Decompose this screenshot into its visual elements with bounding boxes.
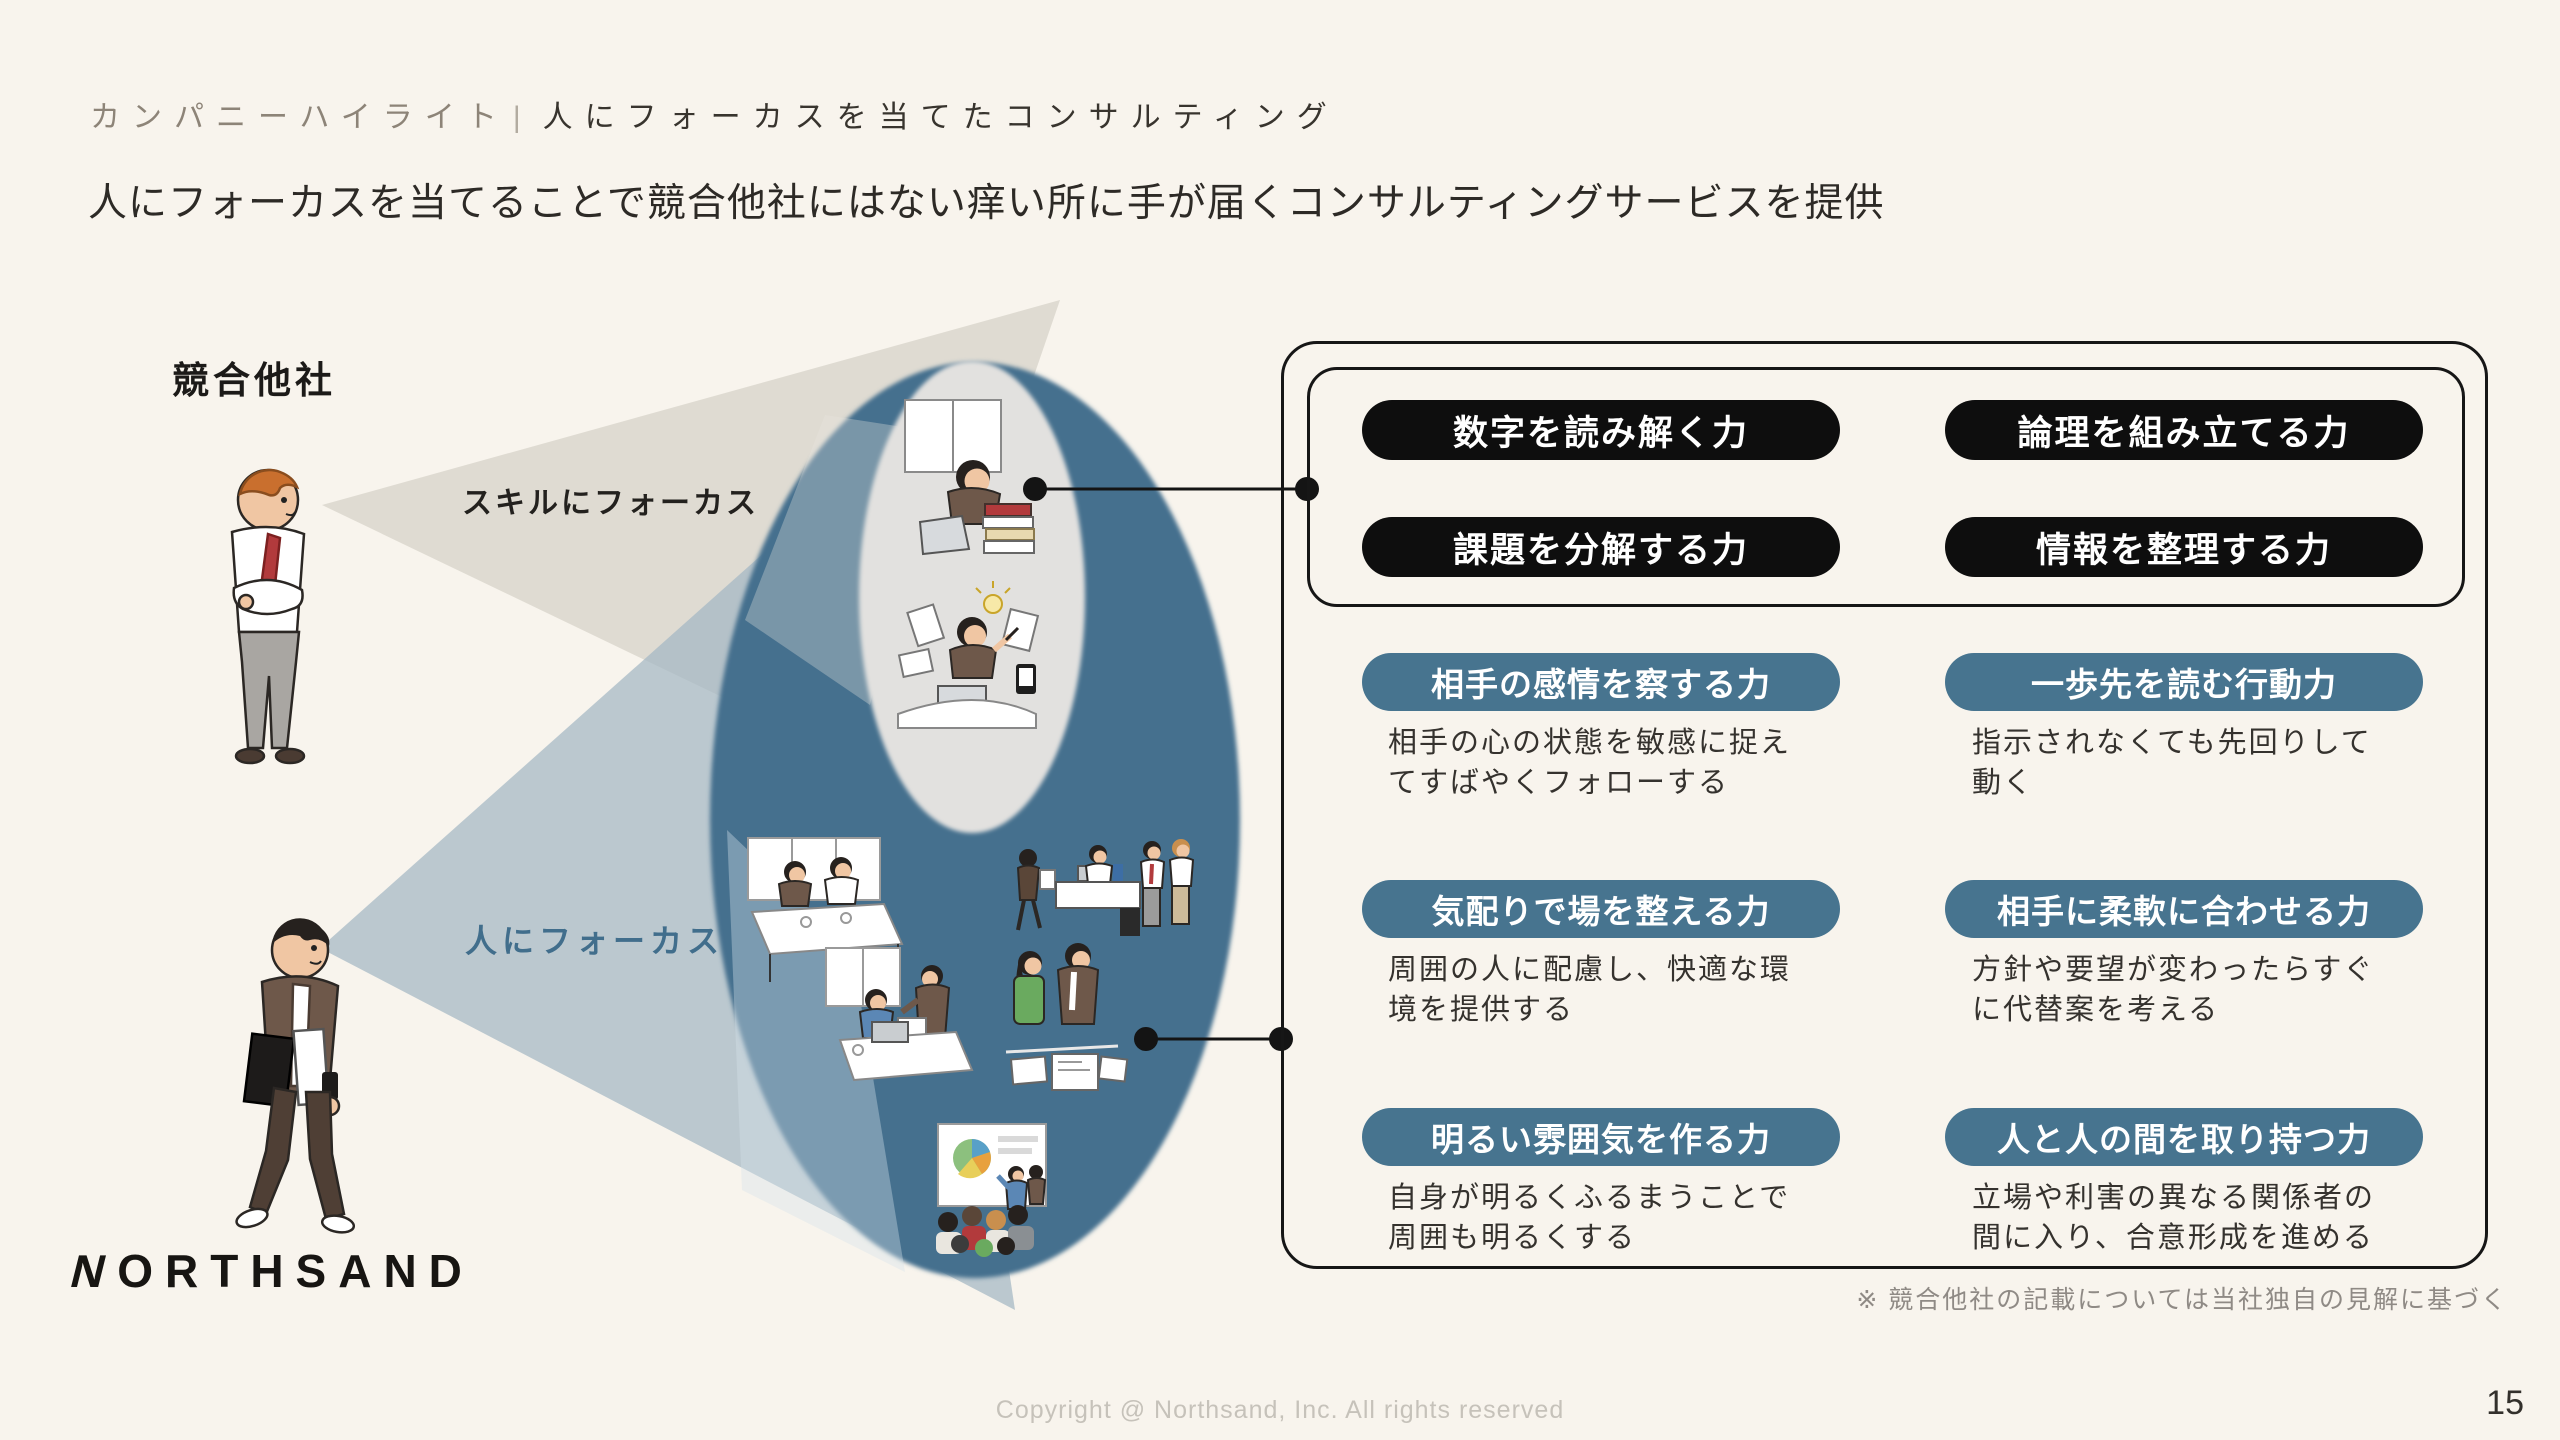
breadcrumb-divider: |	[512, 101, 533, 134]
hard-skills-box	[1307, 367, 2465, 607]
logo-wordmark: ORTHSAND	[117, 1245, 474, 1297]
breadcrumb-section: カンパニーハイライト	[90, 101, 509, 134]
one-on-one-support-illustration	[825, 947, 974, 1082]
people-skill-badge: 気配りで場を整える力	[1362, 880, 1840, 938]
people-skill-badge: 明るい雰囲気を作る力	[1362, 1108, 1840, 1166]
hard-skill-badge: 課題を分解する力	[1362, 517, 1840, 577]
people-skill-desc: 自身が明るくふるまうことで 周囲も明るくする	[1388, 1182, 1791, 1255]
hard-skill-badge: 論理を組み立てる力	[1945, 400, 2423, 460]
footnote: ※ 競合他社の記載については当社独自の見解に基づく	[1856, 1286, 2508, 1314]
presentation-audience-illustration	[936, 1123, 1047, 1257]
page-title: 人にフォーカスを当てることで競合他社にはない痒い所に手が届くコンサルティングサー…	[88, 182, 1885, 225]
people-skill-desc: 指示されなくても先回りして 動く	[1972, 727, 2372, 800]
page-number: 15	[2486, 1384, 2524, 1422]
team-meeting-illustration	[747, 837, 904, 982]
document-review-illustration	[1005, 943, 1129, 1091]
competitor-illustration	[230, 468, 306, 765]
desk-discussion-illustration	[1016, 839, 1195, 936]
people-skill-badge: 人と人の間を取り持つ力	[1945, 1108, 2423, 1166]
logo-n-glyph: N	[65, 1245, 124, 1297]
skill-focus-label: スキルにフォーカス	[462, 487, 759, 520]
people-skill-desc: 相手の心の状態を敏感に捉え てすばやくフォローする	[1388, 727, 1792, 800]
people-focus-label: 人にフォーカス	[465, 923, 725, 959]
people-skill-badge: 一歩先を読む行動力	[1945, 653, 2423, 711]
breadcrumb-topic: 人にフォーカスを当てたコンサルティング	[542, 101, 1339, 134]
hard-skill-badge: 数字を読み解く力	[1362, 400, 1840, 460]
hard-skill-badge: 情報を整理する力	[1945, 517, 2423, 577]
people-connector	[1134, 1027, 1293, 1051]
northsand-logo: NORTHSAND	[66, 1244, 474, 1298]
people-skill-desc: 立場や利害の異なる関係者の 間に入り、合意形成を進める	[1972, 1182, 2376, 1255]
people-skill-desc: 周囲の人に配慮し、快適な環 境を提供する	[1388, 954, 1792, 1027]
people-skill-badge: 相手の感情を察する力	[1362, 653, 1840, 711]
solo-desk-work-illustration	[904, 399, 1035, 556]
capabilities-panel	[1281, 341, 2488, 1269]
competitor-label: 競合他社	[172, 360, 336, 401]
people-skill-badge: 相手に柔軟に合わせる力	[1945, 880, 2423, 938]
consultant-illustration	[235, 918, 356, 1234]
copyright: Copyright @ Northsand, Inc. All rights r…	[995, 1396, 1565, 1424]
people-skill-desc: 方針や要望が変わったらすぐ に代替案を考える	[1972, 954, 2375, 1027]
idea-work-illustration	[897, 581, 1040, 729]
breadcrumb: カンパニーハイライト| 人にフォーカスを当てたコンサルティング	[90, 92, 1339, 136]
